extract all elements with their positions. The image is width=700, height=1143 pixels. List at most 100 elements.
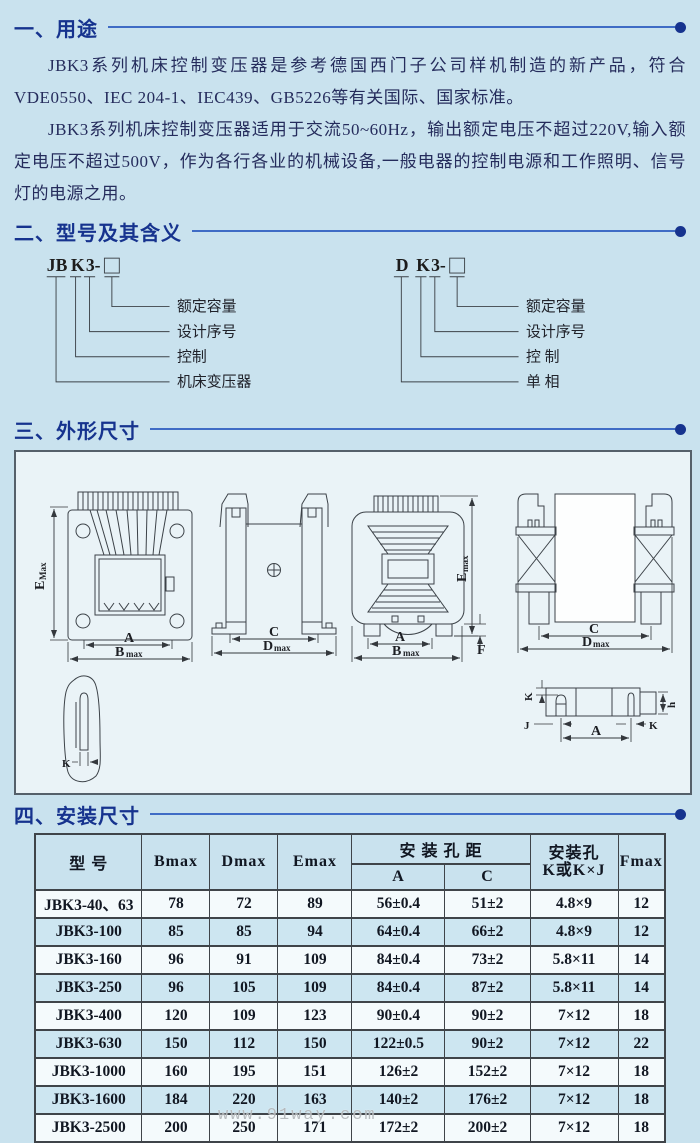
col-header-mounting-hole: 安装孔 K或K×J [529, 833, 619, 891]
outline-drawing-box: E Max A B max C D max [14, 450, 692, 795]
dim-label-emax: E Max [33, 562, 48, 590]
cell-emax: 109 [277, 945, 353, 975]
section-rule [108, 26, 675, 28]
dim-label-a: A [124, 631, 135, 646]
usage-paragraphs: JBK3系列机床控制变压器是参考德国西门子公司样机制造的新产品，符合VDE055… [14, 50, 686, 210]
model-diagram-jbk3: JB K 3- 额定容量 设计序号 控制 机床变压器 [46, 255, 252, 390]
svg-text:E: E [33, 581, 48, 590]
col-header-fmax: Fmax [617, 833, 666, 891]
cell-a: 56±0.4 [351, 889, 446, 919]
cell-a: 140±2 [351, 1085, 446, 1115]
cell-model: JBK3-2500 [34, 1113, 143, 1143]
cell-k: 7×12 [529, 1057, 619, 1087]
cell-c: 90±2 [444, 1001, 531, 1031]
cell-model: JBK3-630 [34, 1029, 143, 1059]
diagram-lines [46, 276, 170, 383]
mounting-dimensions-table: 型 号 Bmax Dmax Emax 安 装 孔 距 安装孔 K或K×J Fma… [33, 833, 666, 1143]
cell-k: 5.8×11 [529, 945, 619, 975]
cell-dmax: 85 [209, 917, 279, 947]
foot-detail: K J A K h [523, 680, 678, 742]
cell-c: 87±2 [444, 973, 531, 1003]
model-meaning-diagrams: JB K 3- 额定容量 设计序号 控制 机床变压器 D K 3- 额定容量 设… [14, 246, 686, 408]
cell-k: 7×12 [529, 1113, 619, 1143]
dim-label-c: C [589, 622, 599, 637]
cell-a: 64±0.4 [351, 917, 446, 947]
cell-fmax: 22 [617, 1029, 666, 1059]
cell-model: JBK3-1600 [34, 1085, 143, 1115]
cell-c: 200±2 [444, 1113, 531, 1143]
mounting-hole-line1: 安装孔 [548, 845, 600, 862]
model-code-seg: 3- [86, 255, 101, 275]
cell-fmax: 18 [617, 1085, 666, 1115]
cell-bmax: 160 [141, 1057, 211, 1087]
dim-label-k: K [523, 692, 535, 701]
svg-text:max: max [460, 555, 470, 572]
dim-label-f: F [477, 643, 486, 658]
section-header-mounting: 四、安装尺寸 [14, 801, 686, 828]
outline-drawings: E Max A B max C D max [33, 491, 678, 783]
cell-a: 84±0.4 [351, 973, 446, 1003]
svg-text:max: max [274, 643, 291, 653]
cell-model: JBK3-100 [34, 917, 143, 947]
svg-text:max: max [593, 639, 610, 649]
col-header-dmax: Dmax [209, 833, 279, 891]
svg-text:E: E [455, 573, 470, 582]
cell-k: 4.8×9 [529, 889, 619, 919]
cell-k: 7×12 [529, 1029, 619, 1059]
model-label-phase: 单 相 [526, 374, 559, 391]
cell-bmax: 120 [141, 1001, 211, 1031]
cell-bmax: 96 [141, 945, 211, 975]
front-view-2: E max F A B max [351, 495, 486, 662]
col-header-a: A [351, 863, 446, 891]
svg-text:max: max [403, 648, 420, 658]
section-title-outline: 三、外形尺寸 [14, 420, 140, 443]
cell-emax: 109 [277, 973, 353, 1003]
dim-label-dmax: D [582, 635, 592, 650]
cell-bmax: 200 [141, 1113, 211, 1143]
section-header-model: 二、型号及其含义 [14, 218, 686, 245]
col-header-hole-distance: 安 装 孔 距 [351, 833, 531, 865]
cell-model: JBK3-1000 [34, 1057, 143, 1087]
model-label-control: 控制 [177, 348, 207, 365]
dim-label-bmax: B [392, 644, 401, 659]
model-label-series: 设计序号 [177, 323, 237, 340]
cell-model: JBK3-250 [34, 973, 143, 1003]
svg-text:K: K [523, 692, 535, 701]
side-view-2: C D max [515, 493, 675, 653]
section-header-outline: 三、外形尺寸 [14, 416, 686, 443]
cell-emax: 94 [277, 917, 353, 947]
cell-emax: 89 [277, 889, 353, 919]
col-header-emax: Emax [277, 833, 353, 891]
diagram-lines [393, 276, 519, 383]
cell-k: 7×12 [529, 1085, 619, 1115]
cell-model: JBK3-400 [34, 1001, 143, 1031]
cell-fmax: 14 [617, 945, 666, 975]
usage-paragraph-1: JBK3系列机床控制变压器是参考德国西门子公司样机制造的新产品，符合VDE055… [14, 56, 686, 107]
cell-k: 4.8×9 [529, 917, 619, 947]
model-diagram-dk3: D K 3- 额定容量 设计序号 控 制 单 相 [393, 255, 586, 391]
cell-model: JBK3-40、63 [34, 889, 143, 919]
cell-model: JBK3-160 [34, 945, 143, 975]
cell-fmax: 14 [617, 973, 666, 1003]
cell-k: 5.8×11 [529, 973, 619, 1003]
section-rule-end-dot [675, 225, 686, 237]
cell-fmax: 18 [617, 1001, 666, 1031]
cell-fmax: 12 [617, 889, 666, 919]
dim-label-a: A [395, 630, 406, 645]
cell-dmax: 250 [209, 1113, 279, 1143]
mounting-hole-line2: K或K×J [542, 862, 606, 879]
cell-bmax: 85 [141, 917, 211, 947]
model-label-series: 设计序号 [526, 323, 586, 340]
side-view-1: C D max [211, 493, 337, 656]
cell-bmax: 184 [141, 1085, 211, 1115]
section-rule [150, 428, 675, 430]
section-rule-end-dot [675, 808, 686, 820]
model-code-seg: 3- [431, 255, 446, 275]
model-code-seg: JB [47, 255, 68, 275]
